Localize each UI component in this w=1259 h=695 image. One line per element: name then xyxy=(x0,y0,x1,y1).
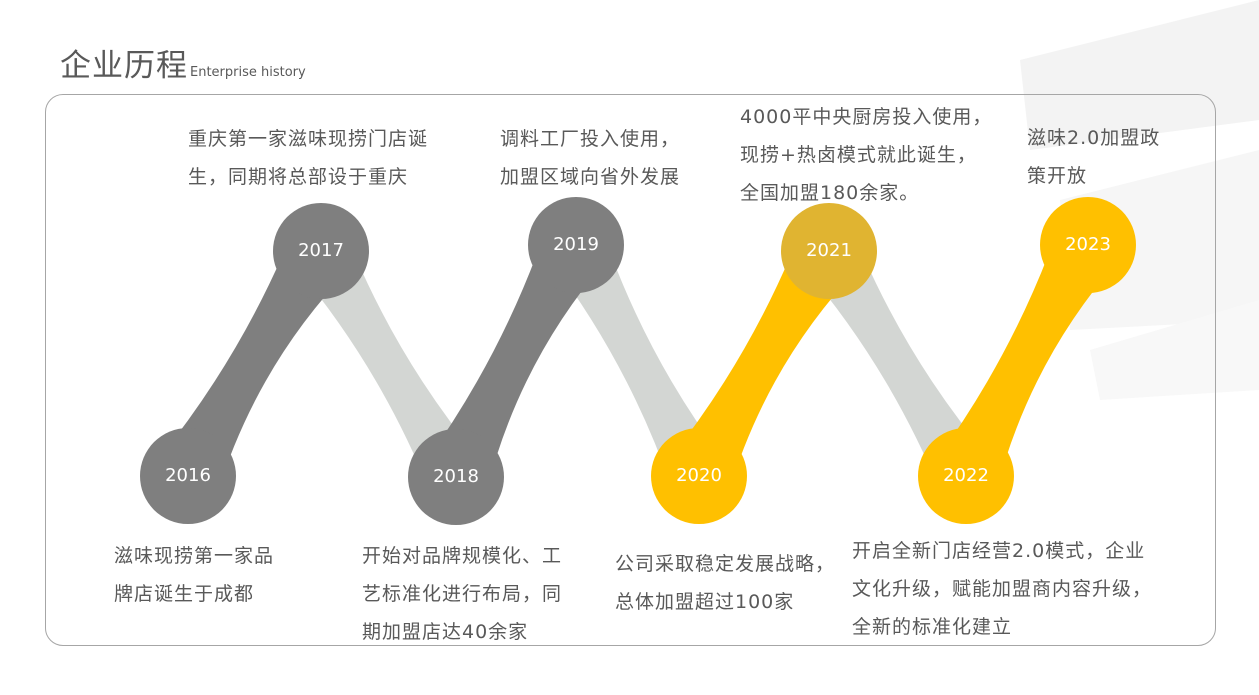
year-label-2019: 2019 xyxy=(553,234,599,255)
connector-band xyxy=(295,235,482,493)
description-line: 牌店诞生于成都 xyxy=(114,583,255,605)
year-node-2019 xyxy=(528,197,624,293)
milestone-description-2020: 公司采取稳定发展战略， 总体加盟超过100家 xyxy=(615,545,835,621)
milestone-arm xyxy=(158,233,351,494)
year-label-2016: 2016 xyxy=(165,465,211,486)
description-line: 重庆第一家滋味现捞门店诞 xyxy=(188,128,429,150)
description-line: 全新的标准化建立 xyxy=(852,616,1013,638)
description-line: 开启全新门店经营2.0模式，企业 xyxy=(852,540,1146,562)
year-label-2018: 2018 xyxy=(433,466,479,487)
connector-band xyxy=(803,235,992,492)
year-node-2018 xyxy=(408,429,504,525)
milestone-description-2019: 调料工厂投入使用， 加盟区域向省外发展 xyxy=(500,120,680,196)
description-line: 开始对品牌规模化、工 xyxy=(362,545,563,567)
year-node-2017 xyxy=(273,203,369,299)
description-line: 加盟区域向省外发展 xyxy=(500,166,681,188)
milestone-arm xyxy=(425,229,607,493)
year-node-2016 xyxy=(140,428,236,524)
year-label-2020: 2020 xyxy=(676,465,722,486)
description-line: 滋味2.0加盟政 xyxy=(1027,127,1161,149)
description-line: 全国加盟180余家。 xyxy=(740,182,920,204)
milestone-description-2023: 滋味2.0加盟政策开放 xyxy=(1027,119,1160,195)
year-node-2023 xyxy=(1040,197,1136,293)
timeline-connectors xyxy=(295,230,992,493)
milestone-description-2017: 重庆第一家滋味现捞门店诞生，同期将总部设于重庆 xyxy=(188,120,428,196)
year-node-2020 xyxy=(651,428,747,524)
milestone-description-2016: 滋味现捞第一家品牌店诞生于成都 xyxy=(114,537,274,613)
year-label-2021: 2021 xyxy=(806,240,852,261)
timeline-arms xyxy=(158,229,1119,494)
milestone-description-2018: 开始对品牌规模化、工艺标准化进行布局，同期加盟店达40余家 xyxy=(362,537,562,651)
description-line: 公司采取稳定发展战略， xyxy=(615,553,836,575)
year-label-2023: 2023 xyxy=(1065,234,1111,255)
content-frame xyxy=(45,94,1216,646)
milestone-description-2022: 开启全新门店经营2.0模式，企业文化升级，赋能加盟商内容升级， 全新的标准化建立 xyxy=(852,532,1152,646)
year-label-2022: 2022 xyxy=(943,465,989,486)
description-line: 4000平中央厨房投入使用， xyxy=(740,106,993,128)
year-label-2017: 2017 xyxy=(298,240,344,261)
connector-band xyxy=(549,230,726,491)
description-line: 艺标准化进行布局，同 xyxy=(362,583,563,605)
description-line: 策开放 xyxy=(1027,165,1088,187)
description-line: 现捞+热卤模式就此诞生， xyxy=(740,144,977,166)
milestone-arm xyxy=(935,229,1119,492)
timeline-nodes xyxy=(140,197,1136,525)
title-english: Enterprise history xyxy=(190,65,306,80)
description-line: 总体加盟超过100家 xyxy=(615,591,795,613)
year-node-2022 xyxy=(918,428,1014,524)
description-line: 生，同期将总部设于重庆 xyxy=(188,166,409,188)
description-line: 滋味现捞第一家品 xyxy=(114,545,275,567)
milestone-description-2021: 4000平中央厨房投入使用， 现捞+热卤模式就此诞生， 全国加盟180余家。 xyxy=(740,98,992,212)
year-node-2021 xyxy=(781,203,877,299)
description-line: 期加盟店达40余家 xyxy=(362,621,529,643)
title-chinese: 企业历程 xyxy=(60,48,188,84)
description-line: 文化升级，赋能加盟商内容升级， xyxy=(852,578,1153,600)
description-line: 调料工厂投入使用， xyxy=(500,128,681,150)
milestone-arm xyxy=(669,233,859,494)
